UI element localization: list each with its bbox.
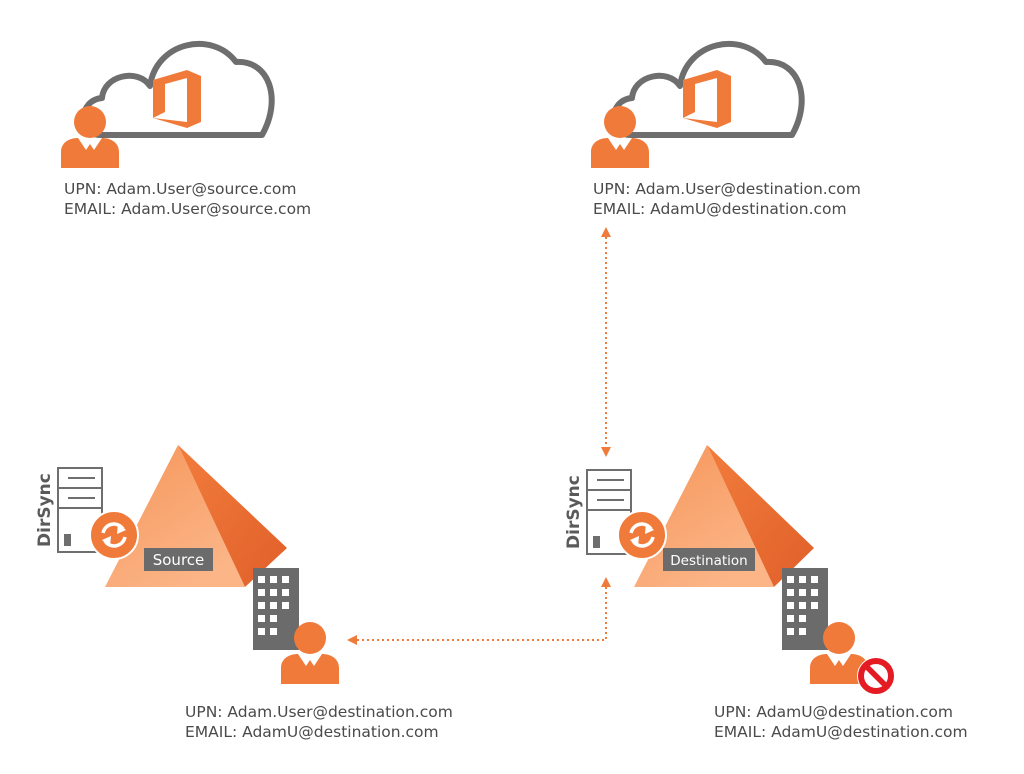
forest-label: Destination <box>670 553 747 569</box>
building-icon <box>782 568 828 650</box>
onprem-sync-connector <box>347 577 611 645</box>
sync-icon <box>89 510 139 560</box>
user-icon <box>281 622 339 684</box>
forest-label: Source <box>153 551 205 569</box>
upn-text: UPN: Adam.User@source.com <box>64 180 297 198</box>
source-onprem-caption: UPN: Adam.User@destination.com EMAIL: Ad… <box>185 703 453 742</box>
email-text: EMAIL: AdamU@destination.com <box>714 722 968 741</box>
office-365-icon <box>683 70 731 128</box>
user-icon <box>591 106 649 168</box>
source-cloud-caption: UPN: Adam.User@source.com EMAIL: Adam.Us… <box>64 180 311 219</box>
upn-text: UPN: Adam.User@destination.com <box>185 703 453 721</box>
dirsync-label: DirSync <box>35 473 55 547</box>
building-icon <box>253 568 299 650</box>
upn-text: UPN: Adam.User@destination.com <box>593 180 861 198</box>
no-entry-icon <box>857 657 895 695</box>
upn-text: UPN: AdamU@destination.com <box>714 703 953 721</box>
destination-onprem-group: DirSync Destination <box>564 445 895 695</box>
user-icon <box>61 106 119 168</box>
source-onprem-group: DirSync Source <box>35 445 339 684</box>
user-icon <box>810 622 868 684</box>
email-text: EMAIL: Adam.User@source.com <box>64 199 312 218</box>
forest-label-box <box>663 548 755 571</box>
email-text: EMAIL: AdamU@destination.com <box>185 722 439 741</box>
sync-icon <box>617 510 667 560</box>
forest-label-box <box>144 548 213 571</box>
destination-cloud-caption: UPN: Adam.User@destination.com EMAIL: Ad… <box>593 180 861 219</box>
destination-cloud-icon <box>610 41 805 138</box>
source-cloud-icon <box>80 41 275 138</box>
email-text: EMAIL: AdamU@destination.com <box>593 199 847 218</box>
destination-onprem-caption: UPN: AdamU@destination.com EMAIL: AdamU@… <box>714 703 968 742</box>
source-cloud-group <box>61 41 275 168</box>
server-icon <box>586 469 632 555</box>
dirsync-label: DirSync <box>564 475 584 549</box>
office-365-icon <box>153 70 201 128</box>
destination-cloud-group <box>591 41 805 168</box>
